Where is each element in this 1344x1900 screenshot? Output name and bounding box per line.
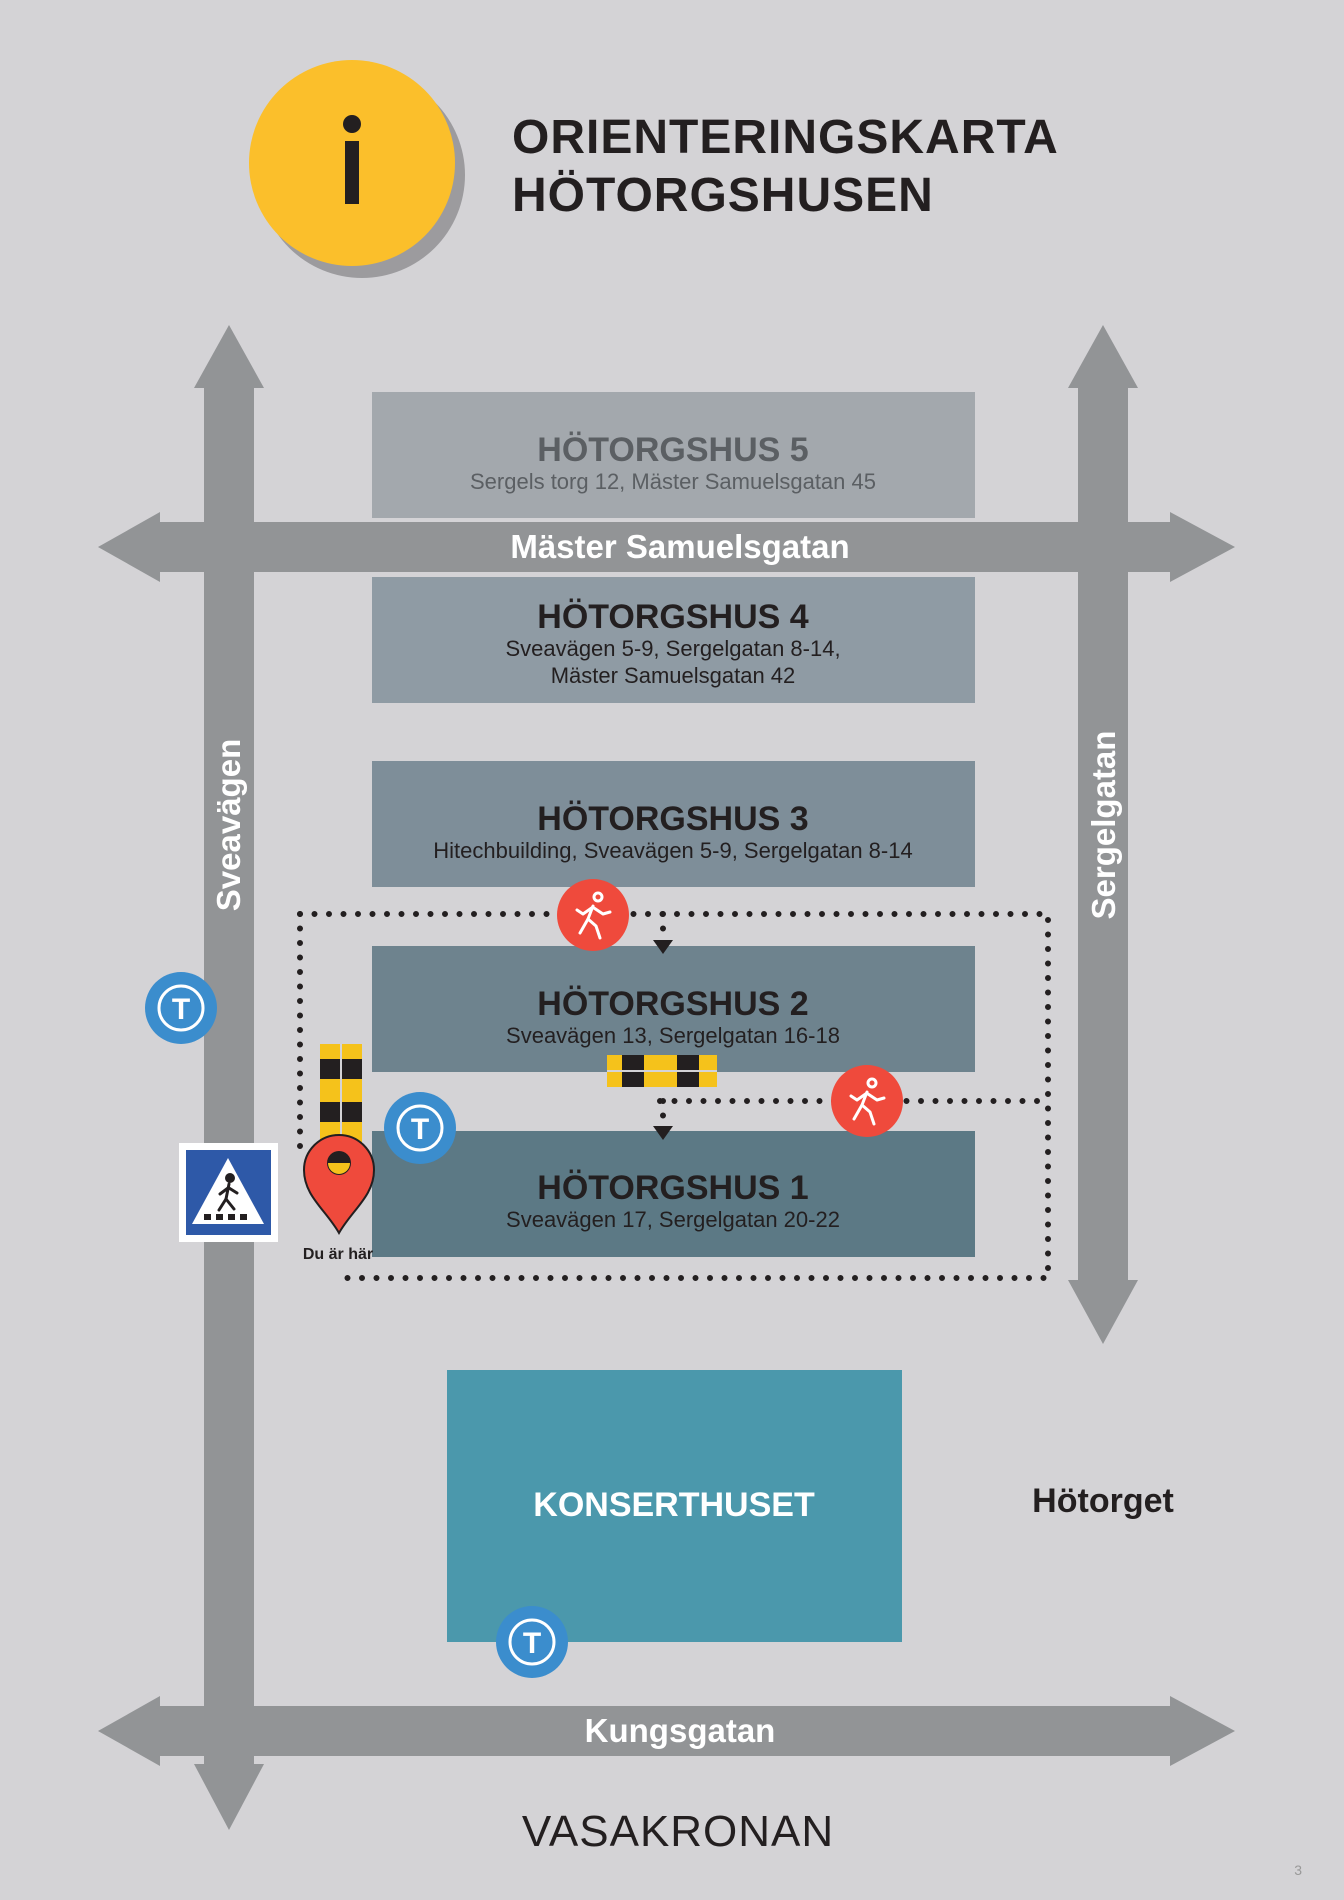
building-name: HÖTORGSHUS 2 xyxy=(537,985,808,1023)
barrier-horizontal xyxy=(607,1055,717,1087)
building-hotorgshus-4: HÖTORGSHUS 4 Sveavägen 5-9, Sergelgatan … xyxy=(372,577,975,703)
building-address: Sveavägen 13, Sergelgatan 16-18 xyxy=(506,1023,840,1048)
emergency-exit-icon xyxy=(557,879,629,951)
info-icon xyxy=(249,60,465,278)
building-konserthuset: KONSERTHUSET xyxy=(447,1370,902,1642)
road-kungsgatan xyxy=(98,1696,1235,1766)
building-hotorgshus-1: HÖTORGSHUS 1 Sveavägen 17, Sergelgatan 2… xyxy=(372,1131,975,1257)
building-hotorgshus-2: HÖTORGSHUS 2 Sveavägen 13, Sergelgatan 1… xyxy=(372,946,975,1072)
building-hotorgshus-5: HÖTORGSHUS 5 Sergels torg 12, Mäster Sam… xyxy=(372,392,975,518)
building-address: Sergels torg 12, Mäster Samuelsgatan 45 xyxy=(470,469,876,494)
street-label-sergelgatan: Sergelgatan xyxy=(1085,731,1122,920)
you-are-here-pin-icon xyxy=(302,1134,376,1236)
pedestrian-crossing-icon xyxy=(179,1143,278,1242)
page-title-line-1: ORIENTERINGSKARTA xyxy=(512,111,1059,164)
arrow-down-icon xyxy=(653,1126,673,1140)
emergency-exit-icon xyxy=(831,1065,903,1137)
building-address: Mäster Samuelsgatan 42 xyxy=(551,663,796,688)
page-number: 3 xyxy=(1294,1862,1302,1878)
you-are-here-label: Du är här xyxy=(303,1246,373,1263)
building-address: Sveavägen 17, Sergelgatan 20-22 xyxy=(506,1207,840,1232)
route-arrows xyxy=(653,940,673,1140)
metro-icon: T xyxy=(384,1092,456,1164)
street-label-master-samuelsgatan: Mäster Samuelsgatan xyxy=(510,528,849,565)
konserthuset-label: KONSERTHUSET xyxy=(533,1486,815,1524)
building-name: HÖTORGSHUS 5 xyxy=(537,431,808,469)
metro-icon: T xyxy=(496,1606,568,1678)
road-master-samuelsgatan xyxy=(98,512,1235,582)
svg-text:T: T xyxy=(172,993,190,1026)
brand-logo: VASAKRONAN xyxy=(522,1807,834,1856)
building-name: HÖTORGSHUS 4 xyxy=(537,598,809,636)
svg-text:T: T xyxy=(411,1113,429,1146)
metro-icon: T xyxy=(145,972,217,1044)
street-label-sveavagen: Sveavägen xyxy=(210,739,247,911)
building-name: HÖTORGSHUS 3 xyxy=(537,800,808,838)
building-address: Sveavägen 5-9, Sergelgatan 8-14, xyxy=(505,636,840,661)
building-hotorgshus-3: HÖTORGSHUS 3 Hitechbuilding, Sveavägen 5… xyxy=(372,761,975,887)
road-sveavagen xyxy=(194,325,264,1830)
hotorget-label: Hötorget xyxy=(1032,1482,1174,1520)
svg-text:T: T xyxy=(523,1627,541,1660)
arrow-down-icon xyxy=(653,940,673,954)
street-label-kungsgatan: Kungsgatan xyxy=(585,1712,776,1749)
building-address: Hitechbuilding, Sveavägen 5-9, Sergelgat… xyxy=(433,838,912,863)
page-title-line-2: HÖTORGSHUSEN xyxy=(512,169,934,222)
building-name: HÖTORGSHUS 1 xyxy=(537,1169,808,1207)
